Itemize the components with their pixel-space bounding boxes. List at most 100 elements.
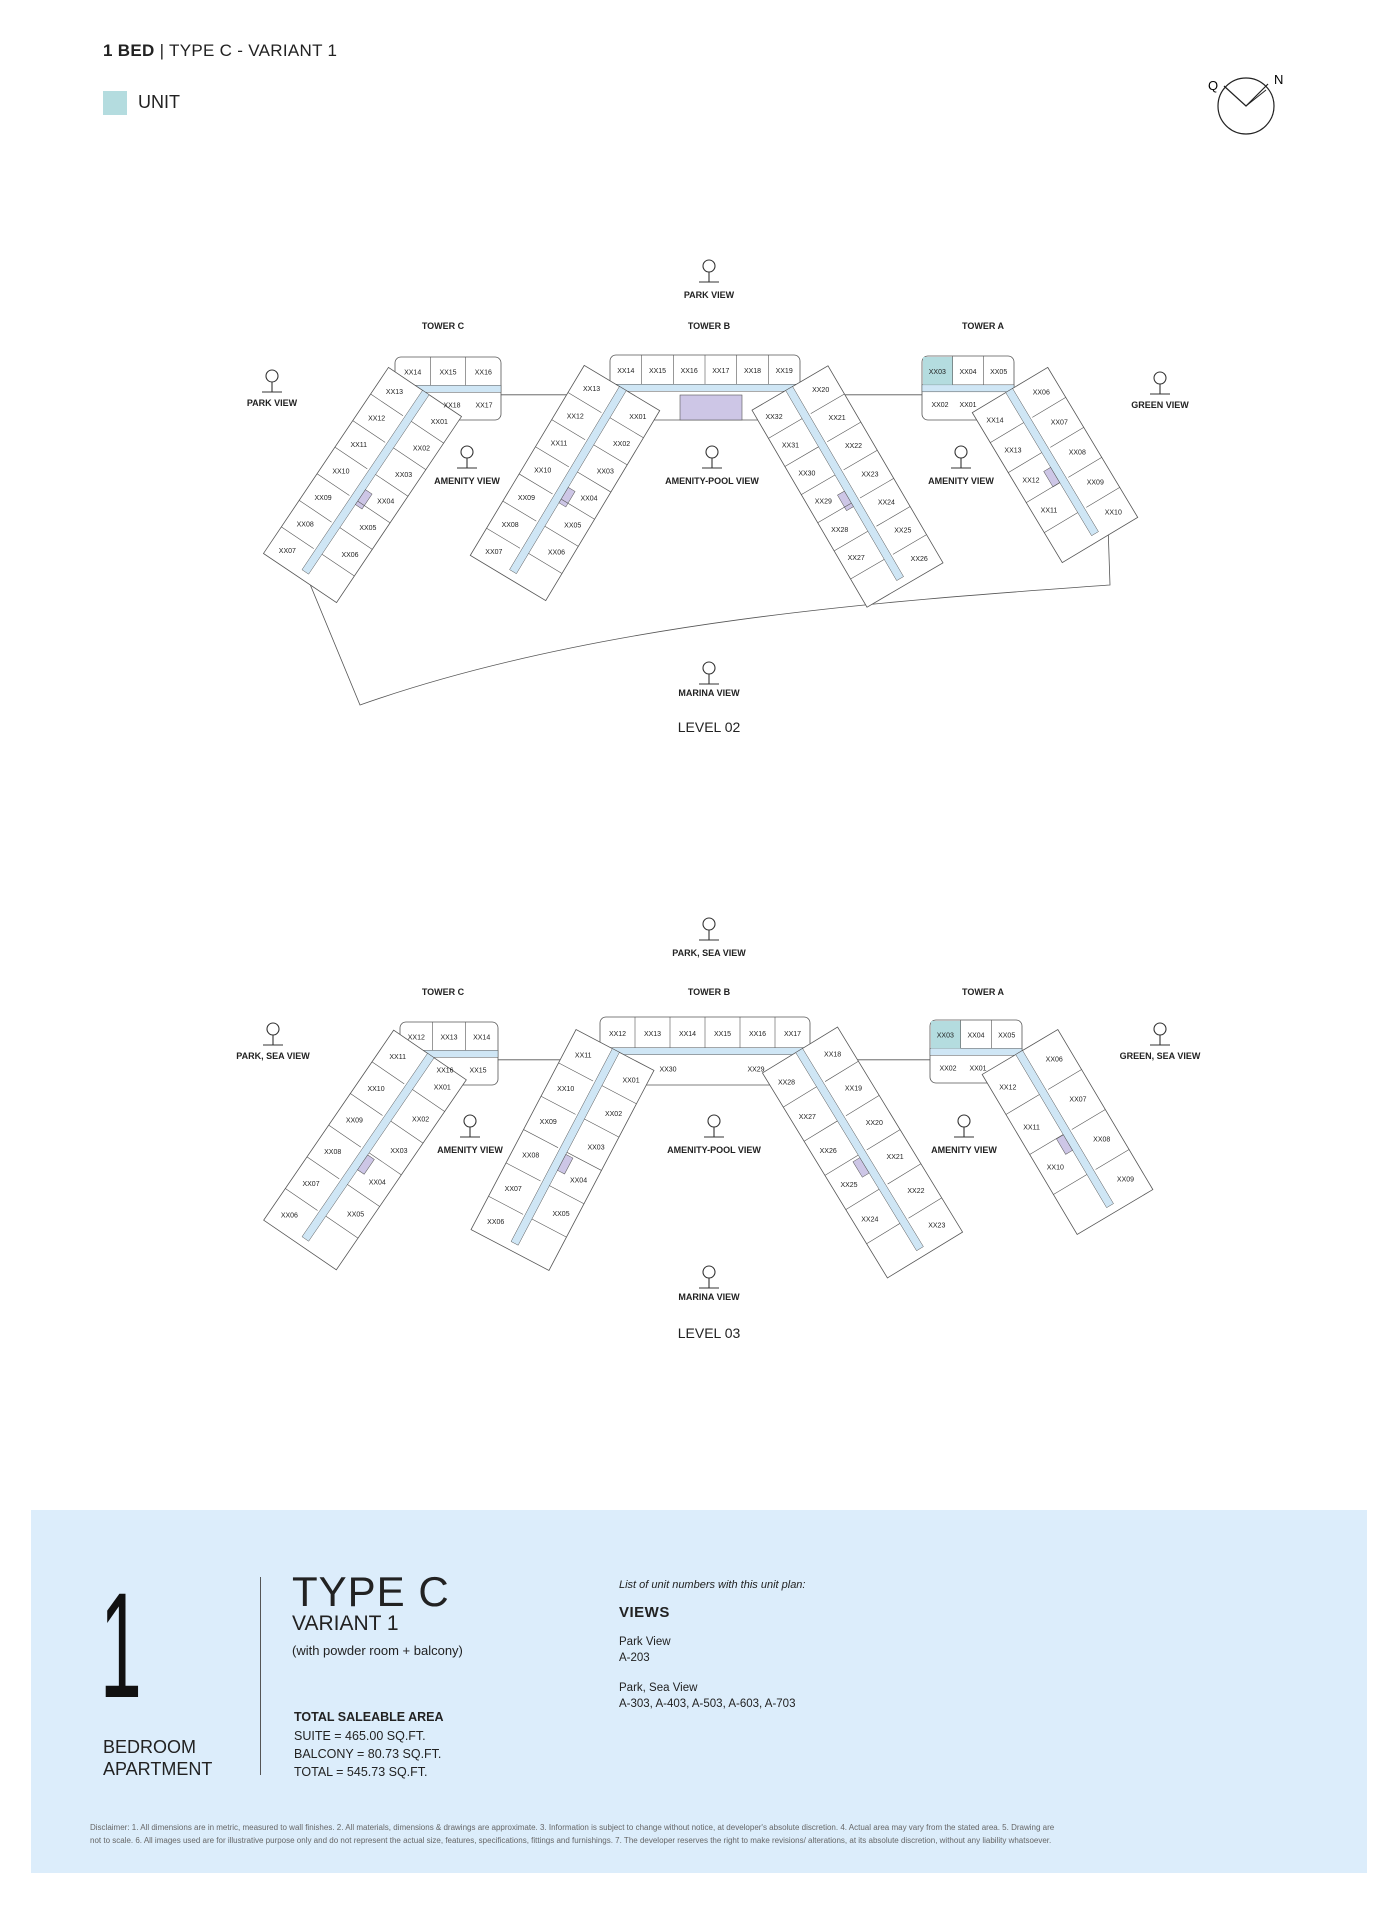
unit-divider [535, 446, 570, 468]
tower-wing [469, 364, 661, 602]
unit-divider [350, 1093, 383, 1116]
unit-divider [306, 1156, 340, 1180]
corridor [795, 1048, 924, 1252]
corridor [399, 1050, 499, 1058]
unit-label: XX28 [778, 1080, 795, 1087]
unit-divider [866, 1129, 901, 1151]
unit-divider [544, 526, 579, 547]
icon-part [1153, 1022, 1167, 1036]
unit-divider [876, 506, 911, 527]
tower-top-block [599, 1016, 811, 1086]
compass-q: Q [1208, 78, 1218, 93]
total-area: TOTAL = 545.73 SQ.FT. [294, 1765, 428, 1779]
unit-divider [325, 1215, 359, 1239]
level-title: LEVEL 03 [678, 1325, 741, 1341]
unit-label: XX20 [866, 1120, 883, 1127]
unit-label: XX16 [436, 1067, 453, 1074]
level-title: LEVEL 02 [678, 719, 741, 735]
unit-divider [566, 1152, 602, 1171]
unit-label: XX18 [824, 1052, 841, 1059]
unit-label: XX09 [1117, 1177, 1134, 1184]
amenity-block [679, 394, 743, 421]
unit-label: XX32 [765, 414, 782, 421]
unit-divider [908, 1197, 942, 1219]
tower-label: TOWER C [422, 321, 465, 331]
bedroom-count: 1 [100, 1561, 142, 1729]
tower-top-block [929, 1019, 1023, 1084]
unit-divider [505, 1162, 541, 1182]
unit-divider [523, 1129, 559, 1148]
tower-top-block [394, 356, 502, 421]
unit-label: XX02 [939, 1065, 956, 1072]
unit-divider [990, 422, 1024, 443]
corridor [394, 385, 502, 393]
boat-icon [699, 1265, 719, 1289]
unit-divider [299, 500, 332, 523]
icon-part [702, 259, 716, 273]
unit-label: XX23 [861, 471, 878, 478]
unit-label: XX05 [359, 525, 376, 532]
icon-part [1153, 371, 1167, 385]
views-title: VIEWS [619, 1604, 670, 1621]
unit-divider [887, 1163, 922, 1185]
unit-variant: VARIANT 1 [292, 1612, 399, 1635]
view-label: AMENITY-POOL VIEW [667, 1145, 761, 1155]
unit-label: XX20 [812, 387, 829, 394]
unit-label: XX03 [390, 1148, 407, 1155]
tower-top-block [609, 354, 801, 421]
unit-label: XX14 [473, 1035, 490, 1042]
park-bench-tree-icon [263, 1022, 283, 1046]
tower-wing [262, 366, 463, 604]
view-group-units: A-203 [619, 1652, 650, 1664]
unit-label: XX22 [845, 443, 862, 450]
unit-label: XX02 [931, 402, 948, 409]
corridor [509, 386, 627, 575]
unit-label: XX17 [475, 402, 492, 409]
icon-part [266, 1022, 280, 1036]
unit-divider [827, 421, 862, 443]
corridor [609, 384, 801, 392]
unit-divider [393, 447, 426, 470]
boat-icon [699, 661, 719, 685]
unit-label: XX11 [389, 1054, 406, 1061]
unit-label: XX08 [1093, 1137, 1110, 1144]
unit-label: XX17 [712, 368, 729, 375]
unit-divider [824, 1154, 859, 1176]
view-label: GREEN VIEW [1131, 400, 1189, 410]
unit-divider [1068, 457, 1102, 478]
unit-divider [551, 419, 586, 440]
unit-label: XX08 [522, 1153, 539, 1160]
unit-list-heading: List of unit numbers with this unit plan… [619, 1579, 806, 1591]
unit-divider [1086, 487, 1120, 508]
tower-wing [981, 1028, 1154, 1236]
unit-label: XX10 [1105, 510, 1122, 517]
unit-divider [488, 1195, 524, 1215]
unit-label: XX14 [404, 370, 421, 377]
unit-divider [866, 1223, 901, 1244]
unit-divider [1047, 1069, 1082, 1090]
unit-label: XX15 [714, 1031, 731, 1038]
plan-title: | TYPE C - VARIANT 1 [159, 41, 338, 60]
tower-label: TOWER A [962, 987, 1004, 997]
site-boundary [299, 524, 1111, 706]
area-title: TOTAL SALEABLE AREA [294, 1710, 444, 1724]
unit-label: XX27 [848, 555, 865, 562]
unit-label: XX01 [959, 402, 976, 409]
unit-label: XX01 [431, 419, 448, 426]
unit-divider [845, 1095, 880, 1116]
legend-unit-swatch [103, 91, 127, 115]
unit-label: XX29 [747, 1066, 764, 1073]
unit-divider [801, 474, 836, 495]
unit-label: XX01 [969, 1065, 986, 1072]
unit-divider [1071, 1109, 1106, 1130]
unit-label: XX01 [434, 1085, 451, 1092]
unit-divider [281, 526, 314, 549]
unit-label: XX09 [315, 495, 332, 502]
tower-label: TOWER B [688, 321, 731, 331]
bedroom-label: BEDROOM [103, 1737, 197, 1757]
unit-label: XX25 [894, 528, 911, 535]
unit-label: XX15 [649, 368, 666, 375]
core [837, 490, 854, 512]
